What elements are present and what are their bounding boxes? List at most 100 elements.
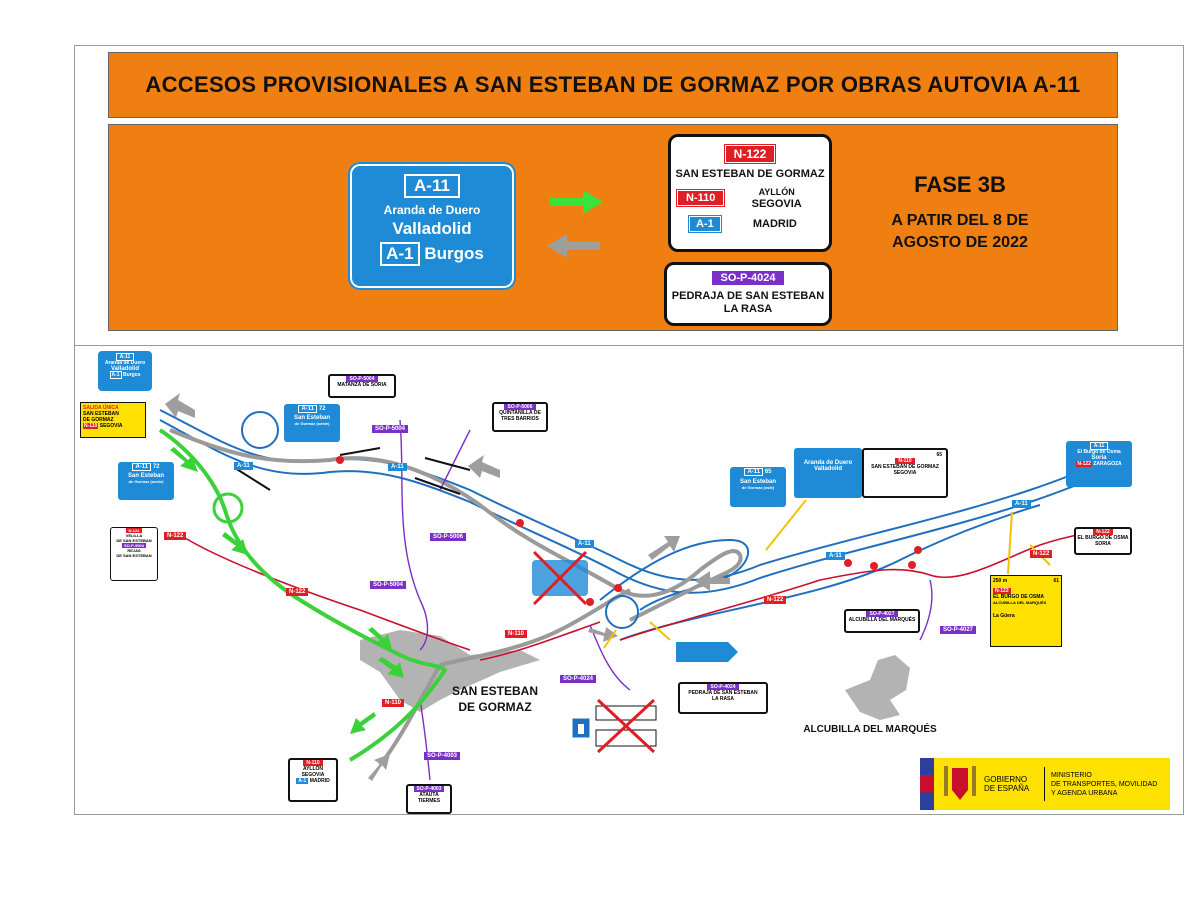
pointer-line <box>649 621 671 641</box>
gov-text: GOBIERNO DE ESPAÑA <box>984 775 1044 793</box>
gray-arrow-icon <box>547 234 600 258</box>
road-code: N-122 <box>1076 461 1092 467</box>
closure-dot <box>914 546 922 554</box>
road-code: SO-P-4024 <box>707 684 739 690</box>
logo-divider <box>1044 767 1045 801</box>
road-label-n122: N-122 <box>1030 550 1053 558</box>
bridge-mark <box>424 457 471 471</box>
road-label-a11: A-11 <box>826 552 845 560</box>
road-label-sop4027: SO-P-4027 <box>940 626 977 634</box>
sign-line: ALCUBILLA DEL MARQUÉS <box>993 600 1047 605</box>
sign-line: Burgos <box>122 372 141 378</box>
pointer-line <box>1007 511 1013 575</box>
logo-line: MINISTERIO <box>1051 771 1092 779</box>
road-label-a11: A-11 <box>1012 500 1031 508</box>
town-area-san-esteban <box>360 630 540 712</box>
phase-title: FASE 3B <box>914 172 1006 197</box>
sign-line: SORIA <box>1095 541 1111 547</box>
sign-line: Burgos <box>424 244 484 263</box>
gray-arrow-icon <box>165 393 195 418</box>
town-area-alcubilla <box>845 655 910 720</box>
sign-line: MADRID <box>309 778 330 784</box>
cross-icon <box>532 550 588 606</box>
sign-aranda-exit: 65 N-110 SAN ESTEBAN DE GORMAZ SEGOVIA <box>862 448 948 498</box>
road-code: A-11 <box>132 463 152 471</box>
sign-exit-72: A-11 72 San Esteban de Gormaz (oeste) <box>118 462 174 500</box>
sign-line: QUINTANILLA DE <box>499 410 541 416</box>
government-logo: GOBIERNO DE ESPAÑA MINISTERIO DE TRANSPO… <box>920 758 1170 810</box>
flag-strip <box>920 758 934 810</box>
road-code: N-122 <box>993 588 1011 594</box>
sign-line: VELILLA <box>125 533 143 538</box>
sign-line: SEGOVIA <box>893 470 917 476</box>
coat-of-arms-icon <box>944 766 976 800</box>
sign-line: LA RASA <box>711 696 735 702</box>
closure-dot <box>908 561 916 569</box>
green-arrow-icon <box>222 532 248 555</box>
road-code: A-1 <box>109 371 122 379</box>
sign-line: Aranda de Duero <box>383 203 481 217</box>
road-label-sop4003: SO-P-4003 <box>424 752 461 760</box>
closure-dot <box>586 598 594 606</box>
sign-line: La Güera <box>993 613 1015 619</box>
sign-line: El Burgo de Osma <box>1077 449 1121 455</box>
road-code: N-110 <box>83 423 99 429</box>
road-label-n122: N-122 <box>764 596 787 604</box>
divider <box>74 345 1184 346</box>
road-label-sop4024: SO-P-4024 <box>560 675 597 683</box>
sign-a11-soria: A-11 El Burgo de Osma Soria N-122 ZARAGO… <box>1066 441 1132 487</box>
road-label-sop5004: SO-P-5004 <box>370 581 407 589</box>
secondary-road <box>399 419 429 651</box>
secondary-road <box>919 579 933 641</box>
sign-line: DE SAN ESTEBAN <box>116 538 152 543</box>
logo-line: Y AGENDA URBANA <box>1051 789 1118 797</box>
sign-line: San Esteban <box>293 415 330 421</box>
town-name: SAN ESTEBAN <box>451 684 538 698</box>
road-code: N-110 <box>303 760 323 766</box>
sign-aranda-gantry: Aranda de Duero Valladolid <box>794 448 862 498</box>
sign-sop5004: SO-P-5004 MATANZA DE SORIA <box>328 374 396 398</box>
exit-number: 65 <box>936 452 942 458</box>
sign-line: LA RASA <box>723 303 773 315</box>
road-label-n110: N-110 <box>382 699 405 707</box>
sign-line: Valladolid <box>110 366 139 372</box>
road-label-sop5004: SO-P-5004 <box>372 425 409 433</box>
road-code: SO-P-4027 <box>866 611 898 617</box>
secondary-road <box>439 429 471 491</box>
road-label-a11: A-11 <box>388 463 407 471</box>
green-arrow-icon <box>550 190 603 214</box>
road-code: SO-P-5004 <box>346 376 378 382</box>
sign-exit-72: A-11 72 San Esteban de Gormaz (oeste) <box>284 404 340 442</box>
green-arrow-icon <box>368 627 392 650</box>
sign-line: PEDRAJA DE SAN ESTEBAN <box>688 690 758 696</box>
closure-dot <box>844 559 852 567</box>
closure-dot <box>516 519 524 527</box>
road-label-n110: N-110 <box>505 630 528 638</box>
road-code: SO-P-5006 <box>504 404 536 410</box>
sign-line: ALCUBILLA DEL MARQUÉS <box>848 617 916 623</box>
road-code: A-11 <box>115 353 135 361</box>
town-label: SAN ESTEBAN DE GORMAZ <box>440 683 550 715</box>
sign-line: de Gormaz (este) <box>741 485 775 490</box>
sign-line: SEGOVIA <box>751 198 802 210</box>
title-banner: ACCESOS PROVISIONALES A SAN ESTEBAN DE G… <box>108 52 1118 118</box>
motorway-sign: A-11 Aranda de Duero Valladolid A-1 Burg… <box>348 162 516 290</box>
exit-number: 65 <box>764 469 772 475</box>
gray-arrow-icon <box>695 571 730 591</box>
sign-line: SEGOVIA <box>301 772 325 778</box>
road-code: N-122 <box>723 144 777 164</box>
logo-line: DE ESPAÑA <box>984 784 1030 793</box>
sign-n122-velilla: N-122 VELILLA DE SAN ESTEBAN SO-P-5004 R… <box>110 527 158 581</box>
logo-line: GOBIERNO <box>984 775 1028 784</box>
road-code: A-11 <box>298 405 318 413</box>
sign-line: ATAUTA <box>419 792 439 798</box>
sign-exit-65: A-11 65 San Esteban de Gormaz (este) <box>730 467 786 507</box>
road-code: SO-P-4003 <box>414 786 444 792</box>
sign-line: Aranda de Duero <box>104 360 146 366</box>
sign-sop4003: SO-P-4003 ATAUTA TIERMES <box>406 784 452 814</box>
road-code: SO-P-4024 <box>712 271 784 285</box>
green-arrow-icon <box>378 657 404 678</box>
sign-line: MADRID <box>752 218 797 230</box>
road-label-n122: N-122 <box>286 588 309 596</box>
